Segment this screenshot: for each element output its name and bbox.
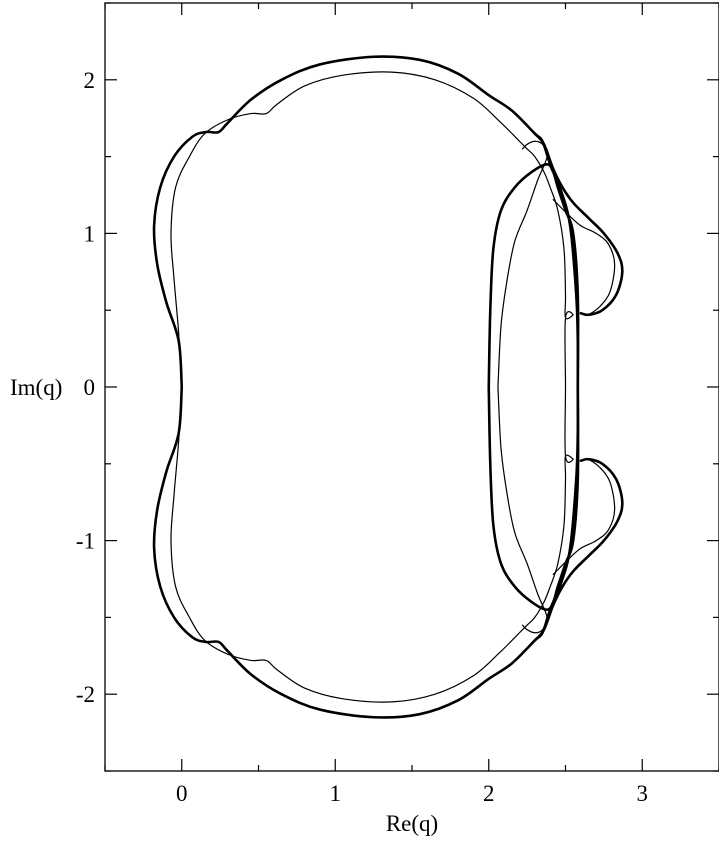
thin-curve-segment-0 (170, 71, 574, 703)
x-tick-label: 2 (483, 781, 495, 806)
y-tick-label: 0 (84, 375, 96, 400)
curve-layer (152, 55, 624, 719)
thin-curve-segment-4 (552, 458, 616, 575)
y-tick-label: -2 (76, 682, 95, 707)
thick-curve-segment-1 (487, 162, 580, 612)
y-axis-label: Im(q) (10, 375, 62, 400)
plot-frame (104, 2, 719, 772)
x-tick-label: 0 (176, 781, 188, 806)
x-tick-label: 3 (637, 781, 649, 806)
thick-curve-segment-2 (533, 132, 624, 317)
thin-curve-segment-3 (552, 199, 616, 316)
y-tick-label: 2 (84, 68, 96, 93)
tick-layer: 0 1 2 3 2 1 0 -1 -2 (76, 2, 719, 806)
thin-curve-segment-1 (497, 140, 548, 388)
y-tick-label: -1 (76, 529, 95, 554)
x-axis-label: Re(q) (386, 811, 438, 836)
thick-curve-segment-3 (533, 457, 624, 642)
y-tick-label: 1 (84, 221, 96, 246)
x-tick-label: 1 (330, 781, 342, 806)
thin-curve-segment-2 (497, 386, 548, 634)
thick-curve-segment-0 (152, 55, 580, 719)
